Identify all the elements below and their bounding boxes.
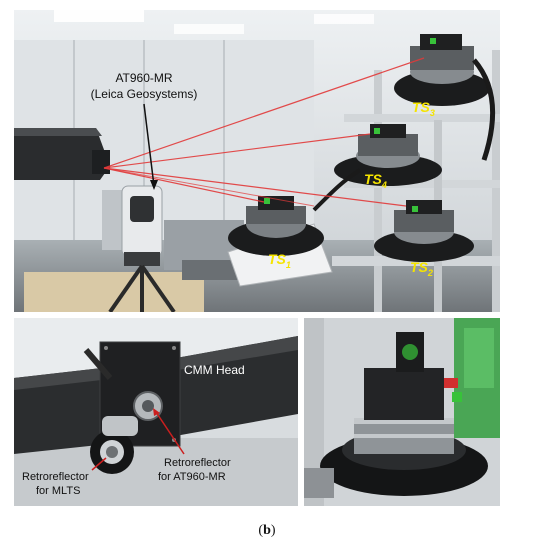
caption-letter: b xyxy=(263,523,271,538)
bottom-left-scene: CMM Head Retroreflector for MLTS Retrore… xyxy=(14,318,298,506)
ts1-label: TS1 xyxy=(268,251,291,270)
bottom-left-photo: CMM Head Retroreflector for MLTS Retrore… xyxy=(14,318,298,506)
top-photo: AT960-MR (Leica Geosystems) TS1 TS2 TS3 … xyxy=(14,10,500,312)
ts3-label: TS3 xyxy=(412,99,435,118)
top-photo-scene: AT960-MR (Leica Geosystems) TS1 TS2 TS3 … xyxy=(14,10,500,312)
bottom-right-scene xyxy=(304,318,500,506)
retro-at-line2: for AT960-MR xyxy=(158,471,226,483)
figure-caption: (b) xyxy=(0,523,534,539)
tracker-arrowhead xyxy=(150,180,158,190)
laser-beams xyxy=(103,57,425,207)
arrow-mlts xyxy=(91,457,107,471)
bottom-right-photo xyxy=(304,318,500,506)
arrow-at xyxy=(155,411,185,455)
tracker-label-line1: AT960-MR xyxy=(115,71,172,85)
cmm-head-label: CMM Head xyxy=(184,363,245,377)
retro-at-line1: Retroreflector xyxy=(164,457,231,469)
ts4-label: TS4 xyxy=(364,171,387,190)
tracker-pointer xyxy=(143,103,155,187)
tracker-label-line2: (Leica Geosystems) xyxy=(91,87,198,101)
caption-open: ( xyxy=(258,523,264,538)
caption-close: ) xyxy=(270,523,276,538)
ts2-label: TS2 xyxy=(410,259,433,278)
retro-mlts-line2: for MLTS xyxy=(36,485,80,497)
retro-mlts-line1: Retroreflector xyxy=(22,471,89,483)
